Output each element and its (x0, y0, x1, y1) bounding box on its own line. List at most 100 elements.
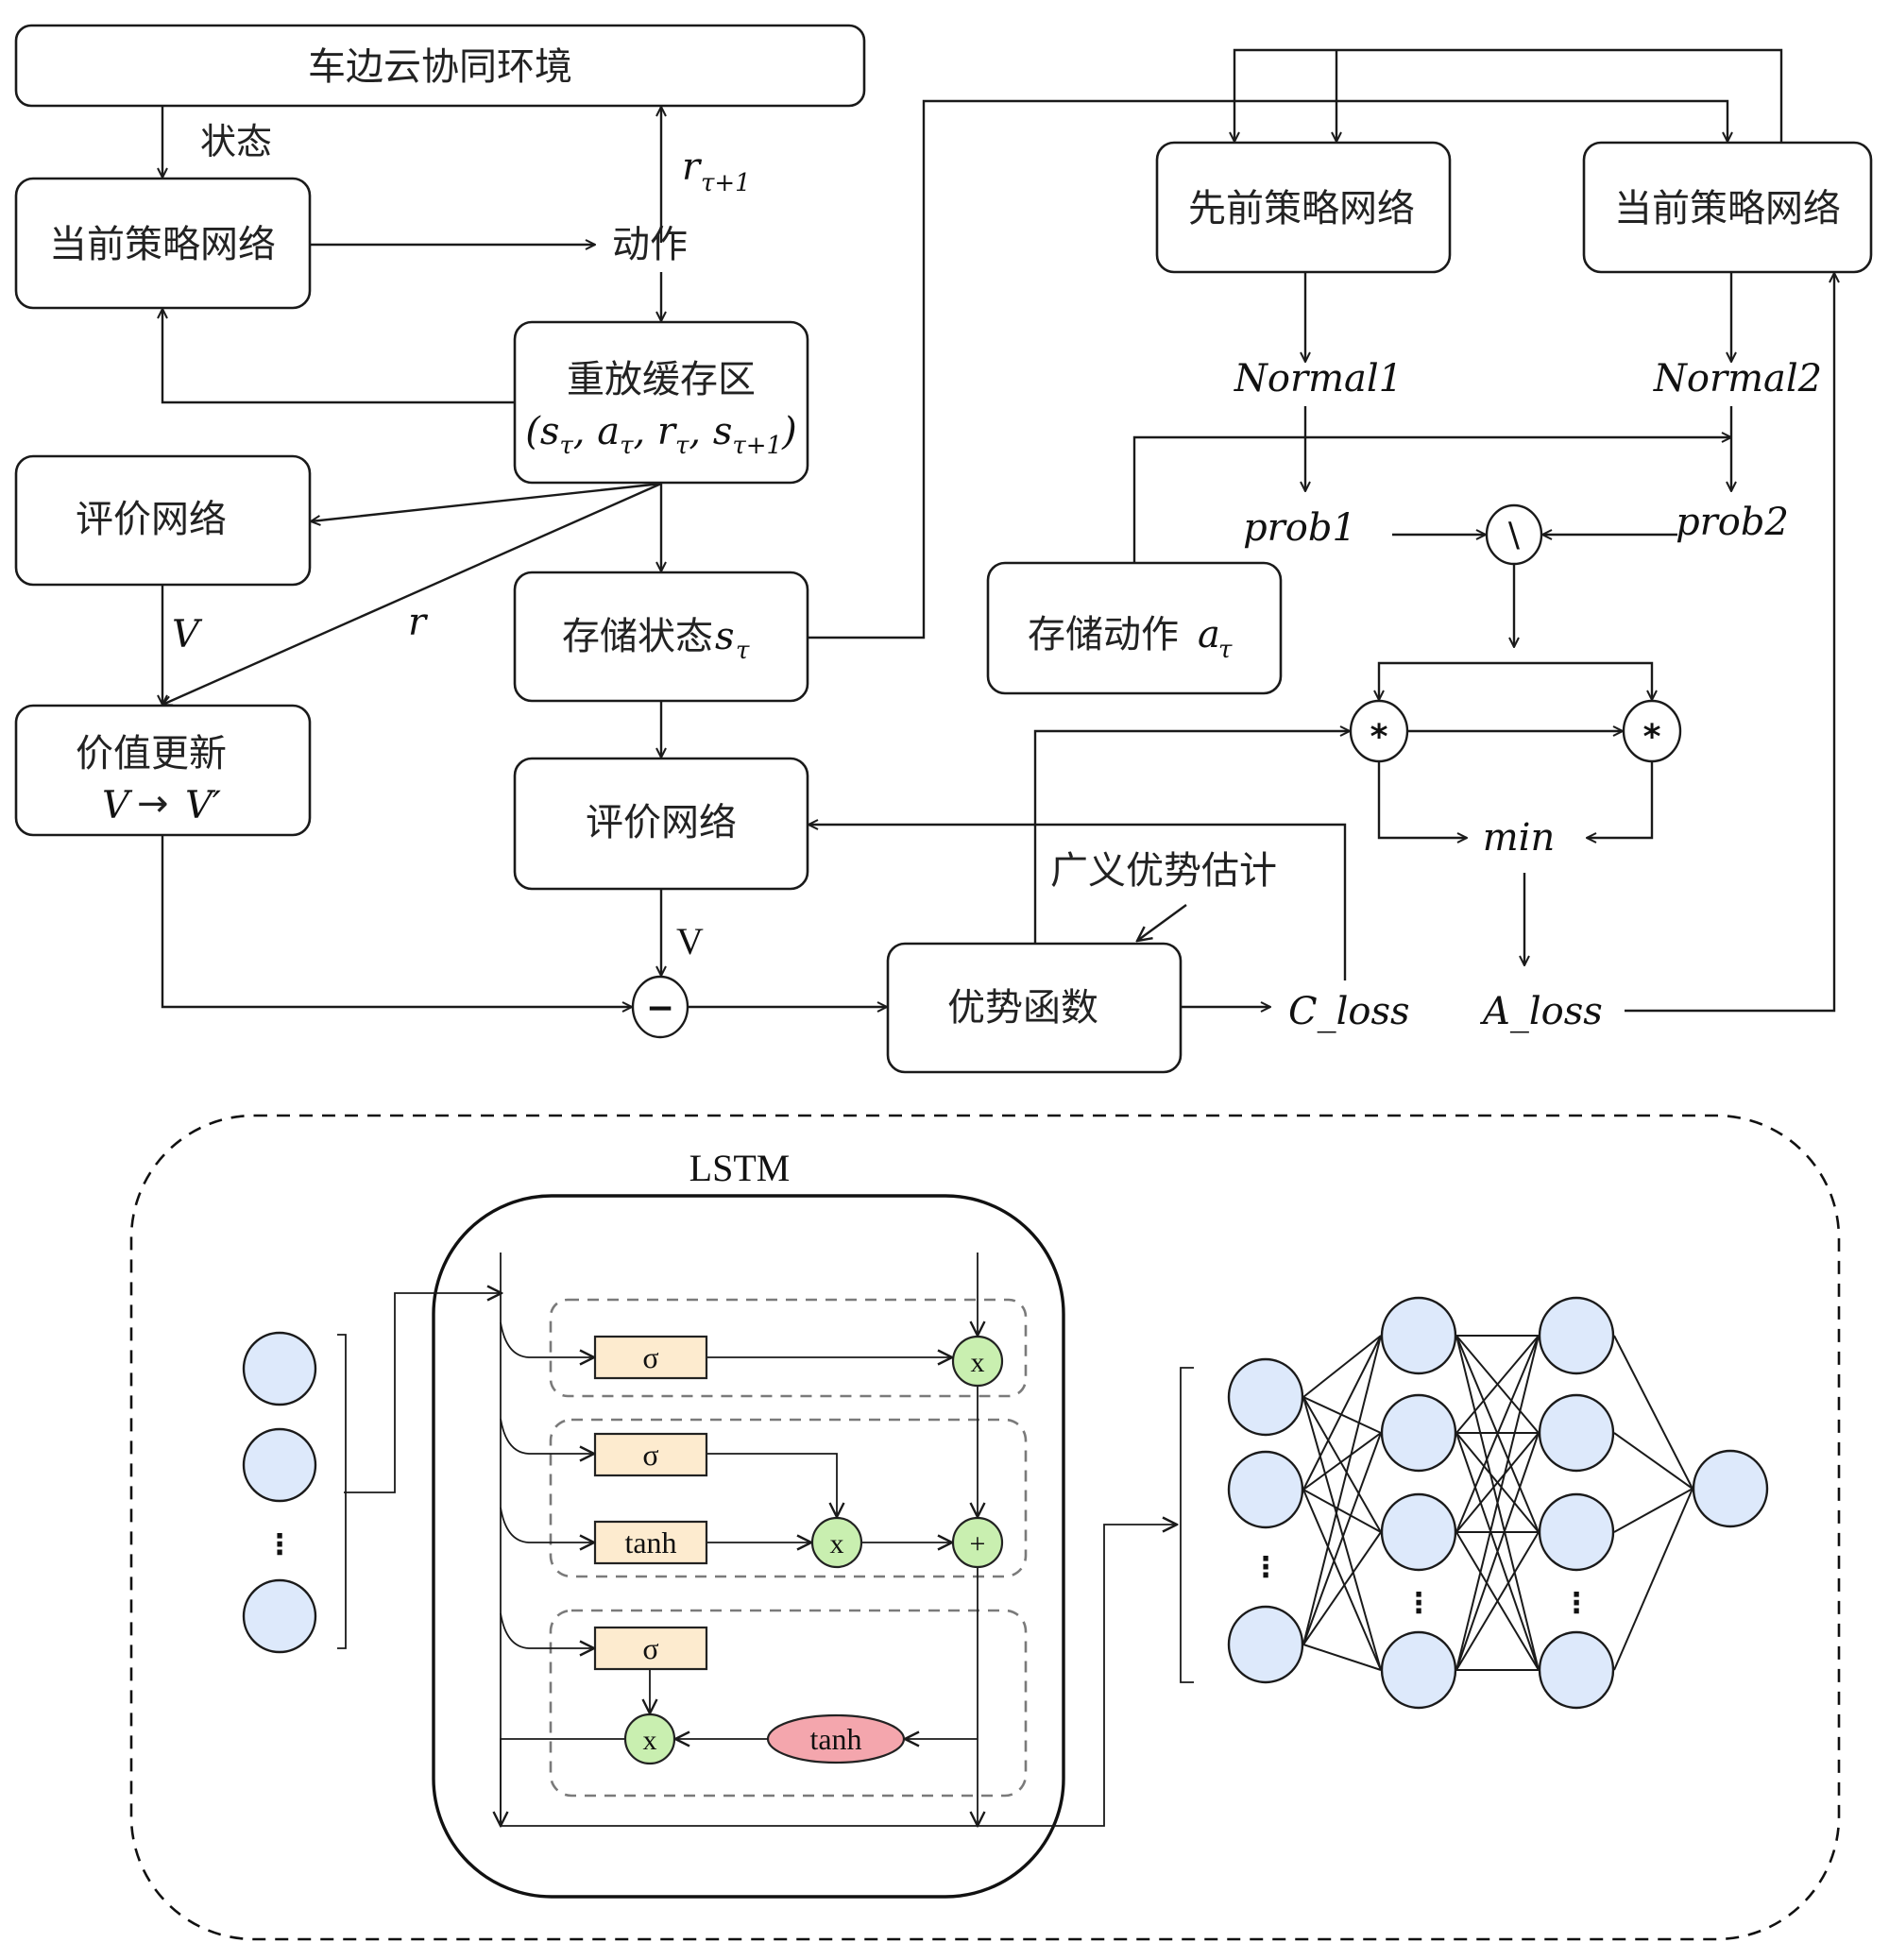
value-update-v-prime: V′ (185, 784, 221, 827)
tuple-part: s (540, 410, 560, 453)
forget-gate-sigma: σ (642, 1340, 658, 1374)
forget-gate: σ (593, 1335, 708, 1380)
prev-policy-box (1155, 141, 1452, 274)
buffer-to-policy-arrow (162, 309, 515, 404)
stored-state-var: s (715, 615, 735, 658)
mlp-neuron (1380, 1296, 1457, 1375)
cell-add: + (951, 1516, 1004, 1569)
mlp-edge (1302, 1432, 1382, 1491)
minus-operator: − (631, 975, 689, 1039)
lstm-to-mlp-arrow (501, 1525, 1177, 1827)
stored-action-var: a (1198, 613, 1220, 656)
reward-subscript: τ+1 (701, 169, 751, 197)
stored-state-node: 存储状态 s τ (513, 571, 809, 703)
tuple-part: , a (573, 410, 620, 453)
critic-left-label: 评价网络 (76, 498, 227, 541)
stored-state-sub: τ (736, 637, 750, 665)
min-label: min (1483, 816, 1555, 860)
input-gate-sigma: σ (642, 1438, 658, 1472)
mlp-edge (1613, 1488, 1693, 1533)
input-node (242, 1578, 317, 1654)
input-gate-group (549, 1418, 1028, 1578)
to-output-gate-arrow (500, 1612, 594, 1648)
mlp-edge (1302, 1489, 1382, 1533)
divide-operator: \ (1485, 503, 1543, 566)
input-node (242, 1427, 317, 1503)
input-gate-box (593, 1432, 708, 1477)
critic-mid-label: 评价网络 (586, 801, 737, 844)
mlp-edge (1613, 1432, 1693, 1490)
tuple-part: ( (525, 410, 541, 453)
lstm-cell-frame (432, 1194, 1065, 1899)
mlp-edge (1455, 1432, 1540, 1533)
tuple-part: τ (675, 432, 689, 460)
input-gate-to-mult-arrow (707, 1453, 837, 1517)
reward-next-label: r τ+1 (682, 145, 751, 197)
mlp-edge (1455, 1335, 1540, 1533)
mlp-edge (1455, 1531, 1540, 1671)
mlp-neuron (1538, 1296, 1615, 1375)
gae-to-advantage-arrow (1137, 904, 1187, 941)
lstm-title: LSTM (689, 1147, 791, 1189)
forget-gate-box (593, 1335, 708, 1380)
input-multiply-symbol: x (830, 1528, 844, 1559)
advantage-to-mult-arrow (1033, 731, 1350, 943)
multiply-operator-1: * (1349, 699, 1409, 763)
minus-symbol: − (646, 989, 674, 1028)
mlp-layer-3: ⋮ (1538, 1296, 1615, 1710)
gae-label: 广义优势估计 (1050, 849, 1277, 893)
output-multiply-symbol: x (643, 1725, 657, 1756)
input-ellipsis: ⋮ (265, 1528, 294, 1561)
stored-action-label: 存储动作 (1028, 613, 1179, 656)
action-label: 动作 (612, 223, 688, 266)
input-gate: σ (593, 1432, 708, 1477)
aloss-to-policy-arrow (1625, 273, 1834, 1013)
mlp-ellipsis: ⋮ (1251, 1551, 1280, 1584)
environment-node: 车边云协同环境 (14, 24, 866, 108)
mlp-edges (1302, 1335, 1693, 1671)
tuple-part: τ (620, 432, 634, 460)
mlp-neuron (1538, 1393, 1615, 1473)
output-gate-group (549, 1609, 1028, 1798)
mult2-to-min-arrow (1587, 761, 1654, 838)
forget-gate-group (549, 1298, 1028, 1398)
to-candidate-arrow (500, 1507, 594, 1542)
mlp-neuron (1538, 1630, 1615, 1710)
candidate-gate: tanh (593, 1520, 708, 1565)
buffer-to-critic-arrow (311, 482, 662, 521)
forget-multiply: x (951, 1335, 1004, 1388)
ppo-flow: 车边云协同环境 当前策略网络 状态 动作 r τ+1 重放缓存区 (sτ, aτ… (14, 24, 1873, 1074)
input-to-lstm-arrow (344, 1293, 502, 1493)
mlp-neuron (1692, 1449, 1769, 1528)
mlp-edge (1302, 1396, 1382, 1671)
ppo-connectors (162, 48, 1834, 1013)
reward-symbol: r (682, 145, 703, 189)
forget-multiply-symbol: x (971, 1347, 985, 1378)
network-dashed-frame (129, 1114, 1841, 1941)
output-tanh: tanh (766, 1713, 906, 1764)
r-label: r (408, 601, 429, 644)
current-policy-left-label: 当前策略网络 (49, 223, 276, 266)
mlp-ellipsis: ⋮ (1404, 1587, 1433, 1620)
replay-buffer-title: 重放缓存区 (567, 358, 756, 401)
input-node (242, 1331, 317, 1406)
mlp-network: ⋮ ⋮ ⋮ (1227, 1296, 1769, 1710)
value-update-title: 价值更新 (76, 732, 227, 775)
tuple-part: τ (559, 432, 573, 460)
tuple-part: τ+1 (732, 432, 782, 460)
mlp-layer-4 (1692, 1449, 1769, 1528)
mlp-neuron (1227, 1357, 1304, 1437)
mlp-edge (1302, 1644, 1382, 1671)
input-bracket (337, 1334, 347, 1649)
mlp-edge (1302, 1396, 1382, 1533)
mlp-layer-1: ⋮ (1227, 1357, 1304, 1684)
ratio-to-mult2-arrow (1514, 661, 1652, 700)
mlp-neuron (1380, 1492, 1457, 1572)
lstm-connectors (337, 1253, 1194, 1826)
stored-action-box (986, 561, 1283, 695)
mlp-edge (1455, 1335, 1540, 1671)
mlp-neuron (1380, 1630, 1457, 1710)
input-multiply: x (810, 1516, 863, 1569)
mlp-input-bracket (1180, 1367, 1194, 1683)
